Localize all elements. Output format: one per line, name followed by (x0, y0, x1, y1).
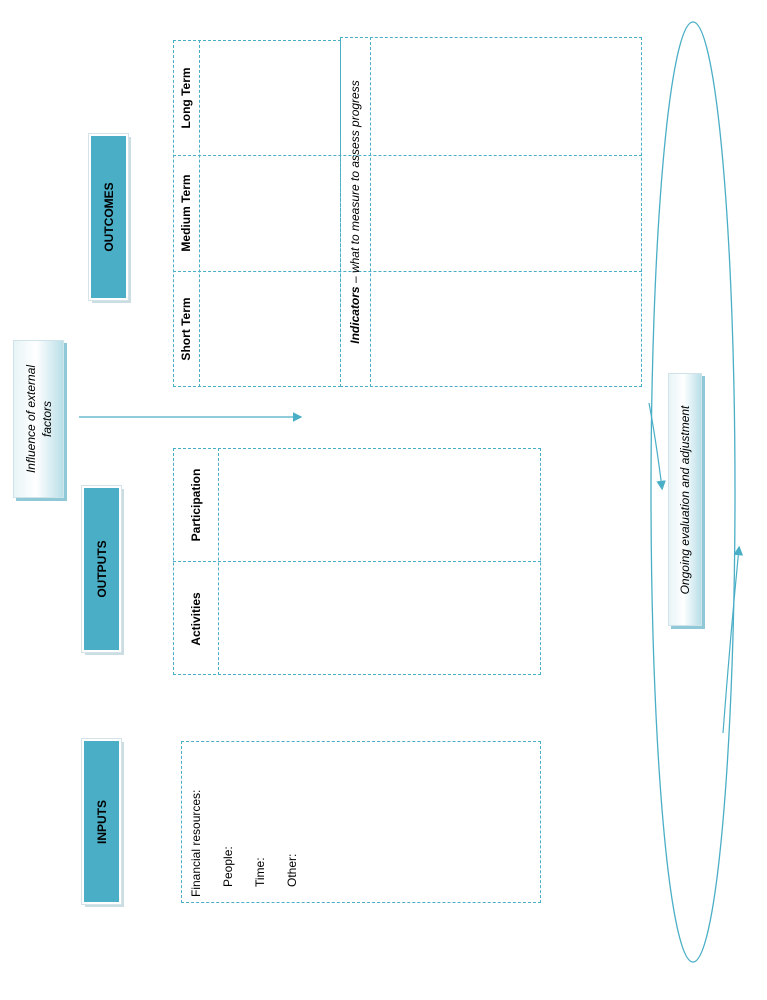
inputs-header: INPUTS (81, 738, 122, 905)
outcomes-row-divider-2 (173, 271, 642, 272)
external-factors-box: Influence of external factors (13, 340, 64, 498)
outputs-row-divider (173, 561, 541, 562)
inputs-box: Financial resources: People: Time: Other… (181, 741, 541, 903)
indicators-table (340, 37, 642, 387)
evaluation-arrow-down (648, 402, 666, 491)
outcomes-row-divider-1 (173, 155, 642, 156)
evaluation-arrow-up (722, 545, 744, 734)
outcomes-label-divider (199, 40, 200, 387)
indicators-label-divider (370, 37, 371, 387)
evaluation-cycle-ellipse (650, 21, 736, 963)
outputs-header: OUTPUTS (81, 485, 122, 653)
evaluation-box: Ongoing evaluation and adjustment (668, 373, 702, 626)
outcomes-header: OUTCOMES (88, 133, 129, 301)
